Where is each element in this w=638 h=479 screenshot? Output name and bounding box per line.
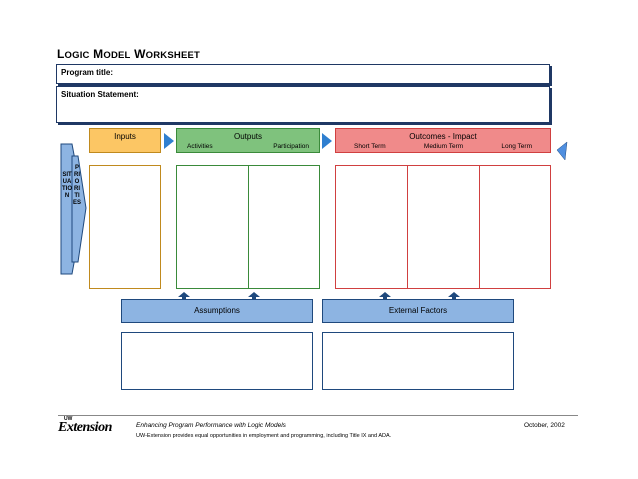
- assumptions-box[interactable]: [121, 332, 313, 390]
- footer-date: October, 2002: [524, 422, 565, 429]
- footer-title: Enhancing Program Performance with Logic…: [136, 422, 286, 429]
- outputs-column[interactable]: [176, 165, 320, 289]
- priorities-label: PRIORITIES: [73, 165, 82, 206]
- page-title: LOGIC MODEL WORKSHEET: [57, 47, 201, 61]
- situation-statement-label: Situation Statement:: [61, 90, 139, 99]
- outcomes-column[interactable]: [335, 165, 551, 289]
- external-factors-bar: External Factors: [322, 299, 514, 323]
- arrow-right-icon: [322, 133, 332, 149]
- feedback-arrow-icon: [556, 141, 568, 161]
- inputs-header: Inputs: [89, 128, 161, 153]
- footer-divider: [58, 415, 578, 416]
- footer-notice: UW-Extension provides equal opportunitie…: [136, 433, 392, 439]
- uw-extension-logo: UW Extension: [58, 416, 112, 435]
- situation-priorities-arrow: [60, 143, 87, 275]
- program-title-field[interactable]: Program title:: [56, 64, 550, 84]
- program-title-label: Program title:: [61, 68, 114, 77]
- inputs-column[interactable]: [89, 165, 161, 289]
- situation-statement-field[interactable]: Situation Statement:: [56, 86, 550, 123]
- arrow-right-icon: [164, 133, 174, 149]
- external-factors-box[interactable]: [322, 332, 514, 390]
- situation-label: SITUATION: [62, 172, 72, 199]
- assumptions-bar: Assumptions: [121, 299, 313, 323]
